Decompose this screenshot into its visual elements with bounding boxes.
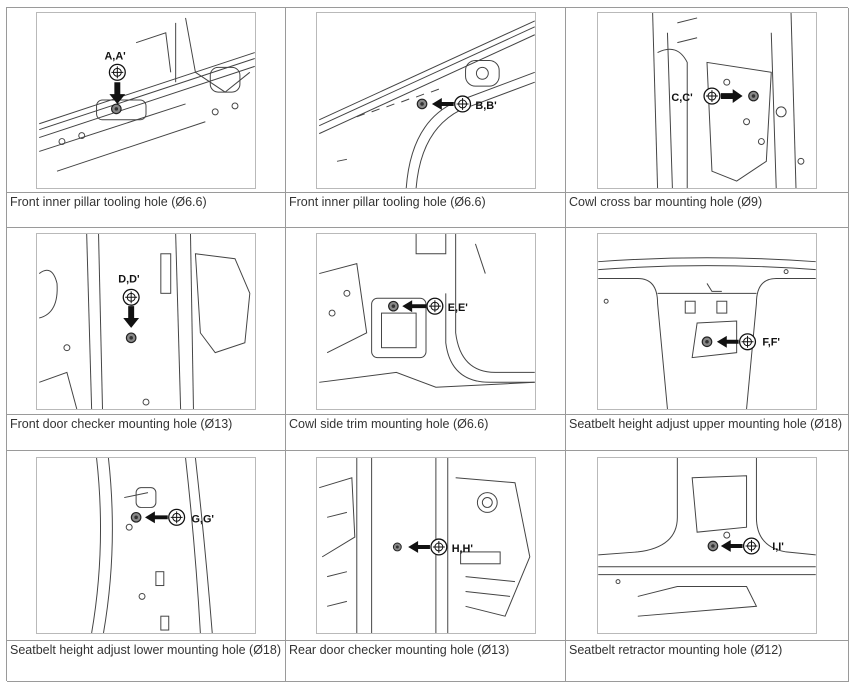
arrow-h: [407, 541, 430, 553]
caption-f: Seatbelt height adjust upper mounting ho…: [566, 415, 849, 451]
arrow-b: [431, 97, 454, 110]
callout-h: H,H': [451, 543, 473, 555]
diagram-a: A,A': [36, 11, 256, 189]
caption-d: Front door checker mounting hole (Ø13): [7, 415, 286, 451]
target-symbol-b: [453, 94, 471, 113]
diagram-i: I,I': [597, 457, 817, 634]
callout-g: G,G': [191, 513, 214, 525]
figure-cell-a: A,A': [7, 8, 286, 193]
arrow-e: [401, 299, 426, 312]
diagram-d: D,D': [36, 232, 256, 410]
target-symbol-g: [168, 508, 186, 526]
figure-table: A,A' B,B': [6, 7, 849, 682]
target-symbol-h: [429, 538, 447, 556]
diagram-e: E,E': [315, 232, 536, 410]
figure-cell-h: H,H': [286, 451, 566, 641]
callout-f: F,F': [762, 336, 780, 348]
target-symbol-a: [108, 63, 126, 81]
caption-i: Seatbelt retractor mounting hole (Ø12): [566, 641, 849, 682]
callout-a: A,A': [104, 50, 126, 62]
target-symbol-f: [738, 332, 757, 350]
caption-a: Front inner pillar tooling hole (Ø6.6): [7, 193, 286, 228]
target-symbol-e: [425, 297, 443, 315]
figure-cell-i: I,I': [566, 451, 849, 641]
hole-h: [392, 542, 402, 552]
callout-b: B,B': [475, 99, 497, 111]
caption-c: Cowl cross bar mounting hole (Ø9): [566, 193, 849, 228]
figure-cell-e: E,E': [286, 228, 566, 415]
diagram-c: C,C': [597, 11, 817, 189]
target-symbol-d: [122, 288, 140, 306]
diagram-h: H,H': [315, 457, 536, 634]
target-symbol-i: [742, 537, 761, 555]
arrow-g: [145, 511, 168, 524]
target-symbol-c: [703, 86, 721, 105]
callout-c: C,C': [671, 91, 693, 103]
arrow-c: [720, 88, 743, 103]
hole-d: [125, 331, 137, 343]
hole-e: [387, 300, 399, 312]
caption-g: Seatbelt height adjust lower mounting ho…: [7, 641, 286, 682]
hole-f: [701, 335, 713, 347]
arrow-d: [123, 305, 140, 328]
diagram-g: G,G': [36, 457, 256, 634]
arrow-a: [109, 81, 126, 104]
arrow-f: [716, 335, 739, 348]
callout-e: E,E': [447, 302, 468, 314]
caption-e: Cowl side trim mounting hole (Ø6.6): [286, 415, 566, 451]
arrow-i: [720, 540, 743, 552]
hole-g: [130, 511, 142, 523]
figure-cell-c: C,C': [566, 8, 849, 193]
hole-a: [110, 103, 122, 114]
hole-c: [748, 90, 759, 101]
figure-cell-f: F,F': [566, 228, 849, 415]
hole-b: [416, 98, 427, 109]
figure-cell-d: D,D': [7, 228, 286, 415]
figure-cell-g: G,G': [7, 451, 286, 641]
caption-b: Front inner pillar tooling hole (Ø6.6): [286, 193, 566, 228]
callout-d: D,D': [118, 273, 140, 285]
callout-i: I,I': [772, 541, 784, 553]
figure-cell-b: B,B': [286, 8, 566, 193]
hole-i: [707, 540, 719, 552]
diagram-b: B,B': [315, 11, 536, 189]
caption-h: Rear door checker mounting hole (Ø13): [286, 641, 566, 682]
diagram-f: F,F': [597, 232, 817, 410]
